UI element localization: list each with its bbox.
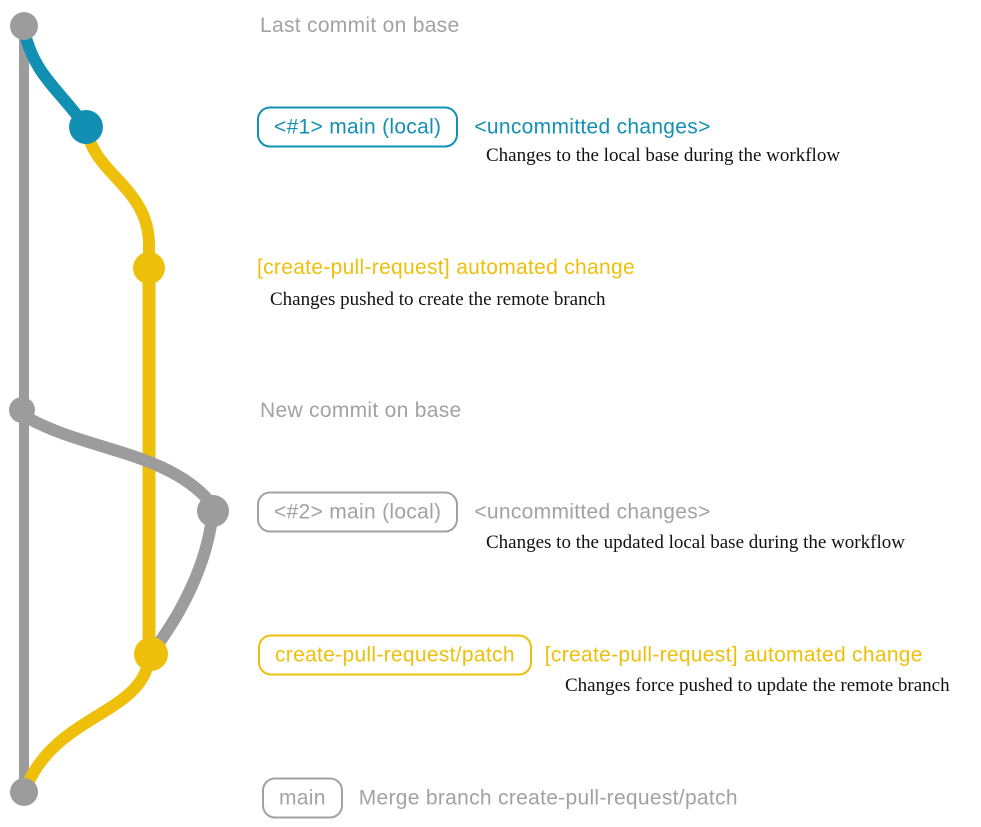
- edge-newbase-to-local2: [22, 412, 216, 508]
- commit-title-uncommitted-2: <uncommitted changes>: [474, 500, 711, 523]
- row-automated-commit-2: create-pull-request/patch [create-pull-r…: [258, 634, 923, 676]
- edge-base-to-local1: [18, 24, 92, 133]
- label-last-commit-on-base: Last commit on base: [260, 14, 459, 38]
- new-commit-label: New commit on base: [260, 399, 462, 422]
- edge-local1-to-automated1: [82, 129, 155, 274]
- row-local-commit-2: <#2> main (local) <uncommitted changes>: [257, 491, 711, 533]
- commit-title-automated-1: [create-pull-request] automated change: [257, 256, 635, 279]
- commit-title-automated-2: [create-pull-request] automated change: [544, 643, 923, 666]
- row-automated-commit-1: [create-pull-request] automated change: [257, 256, 635, 280]
- commit-desc-automated-1: Changes pushed to create the remote bran…: [270, 289, 606, 310]
- commit-title-merge: Merge branch create-pull-request/patch: [358, 786, 738, 809]
- branch-badge-main: main: [262, 777, 343, 819]
- row-merge-commit: main Merge branch create-pull-request/pa…: [262, 777, 738, 819]
- branch-badge-main-local-1: <#1> main (local): [257, 106, 459, 148]
- commit-local-2: [197, 495, 229, 527]
- commit-title-uncommitted-1: <uncommitted changes>: [474, 115, 711, 138]
- branch-badge-main-local-2: <#2> main (local): [257, 491, 459, 533]
- commit-desc-local-1: Changes to the local base during the wor…: [486, 145, 841, 166]
- edge-automated2-to-merge: [20, 654, 155, 794]
- branch-badge-create-pull-request-patch: create-pull-request/patch: [258, 634, 532, 676]
- edge-local2-to-automated2: [150, 512, 218, 653]
- commit-desc-automated-2: Changes force pushed to update the remot…: [565, 675, 950, 696]
- commit-merge: [10, 778, 38, 806]
- commit-new-base: [9, 397, 35, 423]
- commit-desc-local-2: Changes to the updated local base during…: [486, 532, 905, 553]
- commit-automated-1: [133, 252, 165, 284]
- label-new-commit-on-base: New commit on base: [260, 399, 461, 423]
- row-local-commit-1: <#1> main (local) <uncommitted changes>: [257, 106, 711, 148]
- commit-last-base: [10, 12, 38, 40]
- last-commit-label: Last commit on base: [260, 14, 460, 37]
- commit-automated-2: [134, 637, 168, 671]
- commit-local-1: [69, 110, 103, 144]
